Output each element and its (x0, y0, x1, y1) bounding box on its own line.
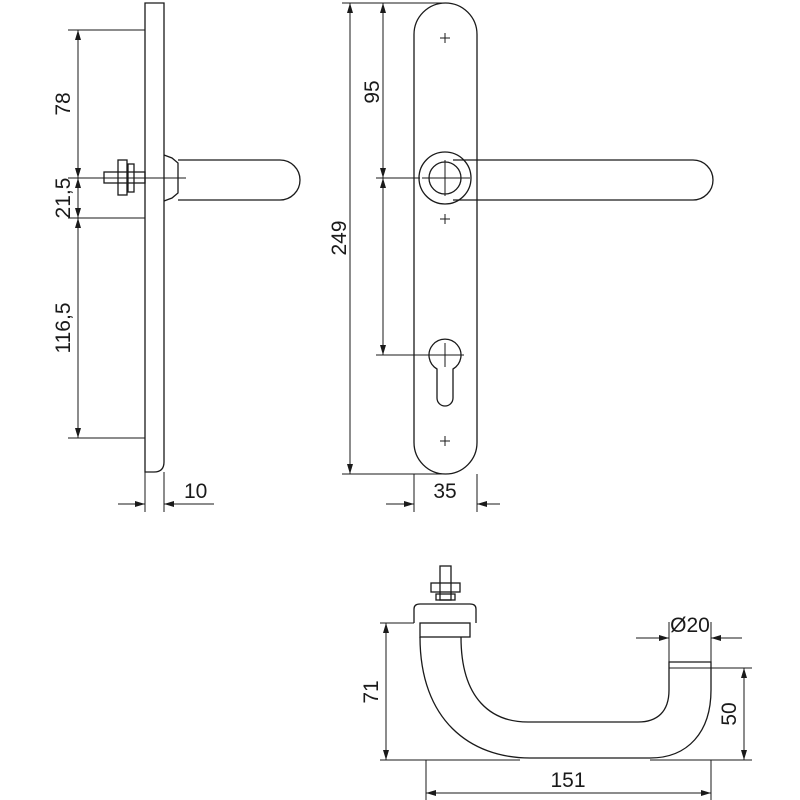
dim-label-handle-to-cylinder: 95 (361, 80, 384, 103)
top-rose-collar (419, 622, 471, 638)
top-handle (419, 636, 712, 759)
dim-label-spindle-zone: 21,5 (52, 178, 75, 219)
dim-label-projection: 71 (360, 680, 383, 703)
dim-label-top-section: 78 (52, 92, 75, 115)
front-lever (453, 159, 714, 201)
top-spindle-washer (435, 593, 456, 601)
top-view: 71 50 Ø20 151 (360, 565, 752, 800)
top-rose (413, 603, 477, 623)
dim-label-grip-depth: 50 (718, 702, 741, 725)
dim-label-handle-length: 151 (550, 769, 585, 792)
dim-label-plate-width: 35 (433, 480, 456, 503)
side-view: 78 21,5 116,5 10 (52, 2, 301, 512)
side-plate (144, 2, 165, 473)
front-screw-upper (440, 214, 450, 224)
dim-label-handle-diameter: Ø20 (670, 614, 710, 637)
front-plate (413, 2, 478, 475)
dim-label-lower-section: 116,5 (52, 303, 75, 354)
dim-label-total-height: 249 (328, 220, 351, 255)
top-spindle-nut (430, 582, 461, 593)
front-view: 249 95 35 (328, 2, 714, 512)
front-screw-bottom (440, 436, 450, 446)
front-cylinder-hole (428, 338, 462, 407)
front-screw-top (440, 33, 450, 43)
side-lever (178, 159, 301, 201)
dim-label-plate-thickness: 10 (184, 480, 207, 503)
